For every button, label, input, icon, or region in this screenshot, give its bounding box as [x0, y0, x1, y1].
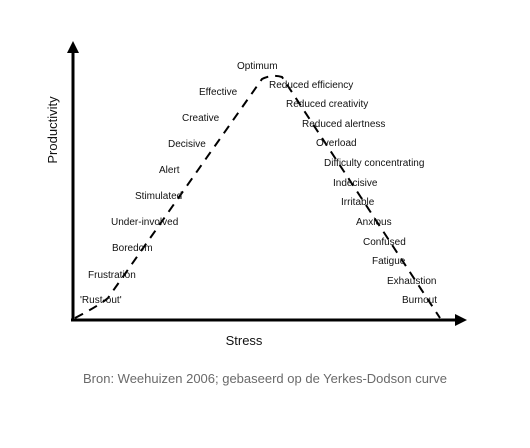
curve-label: Alert	[159, 165, 180, 176]
curve-label: Effective	[199, 87, 238, 98]
y-axis-label: Productivity	[45, 96, 60, 164]
curve-label: Burnout	[402, 295, 437, 306]
curve-label: Exhaustion	[387, 276, 436, 287]
curve-labels: 'Rust-out' Frustration Boredom Under-inv…	[80, 61, 437, 306]
curve-label: Stimulated	[135, 191, 182, 202]
curve-label: Under-involved	[111, 217, 178, 228]
curve-label: Boredom	[112, 243, 153, 254]
y-axis-arrowhead	[67, 41, 79, 53]
curve-label: Irritable	[341, 197, 375, 208]
curve-label: Fatigue	[372, 256, 406, 267]
curve-label: Confused	[363, 237, 406, 248]
curve-label: Reduced alertness	[302, 119, 385, 130]
curve-label: Decisive	[168, 139, 206, 150]
curve-label: Overload	[316, 138, 357, 149]
curve-label: Optimum	[237, 61, 278, 72]
curve-label: Reduced efficiency	[269, 80, 353, 91]
curve-label: Anxious	[356, 217, 392, 228]
x-axis-arrowhead	[455, 314, 467, 326]
curve-label: Indecisive	[333, 178, 378, 189]
curve-label: Difficulty concentrating	[324, 158, 424, 169]
curve-label: Frustration	[88, 270, 136, 281]
curve-label: Reduced creativity	[286, 99, 368, 110]
curve-label: 'Rust-out'	[80, 295, 122, 306]
x-axis-label: Stress	[226, 333, 263, 348]
curve-label: Creative	[182, 113, 220, 124]
source-caption: Bron: Weehuizen 2006; gebaseerd op de Ye…	[82, 371, 447, 386]
stress-productivity-curve	[74, 74, 441, 319]
